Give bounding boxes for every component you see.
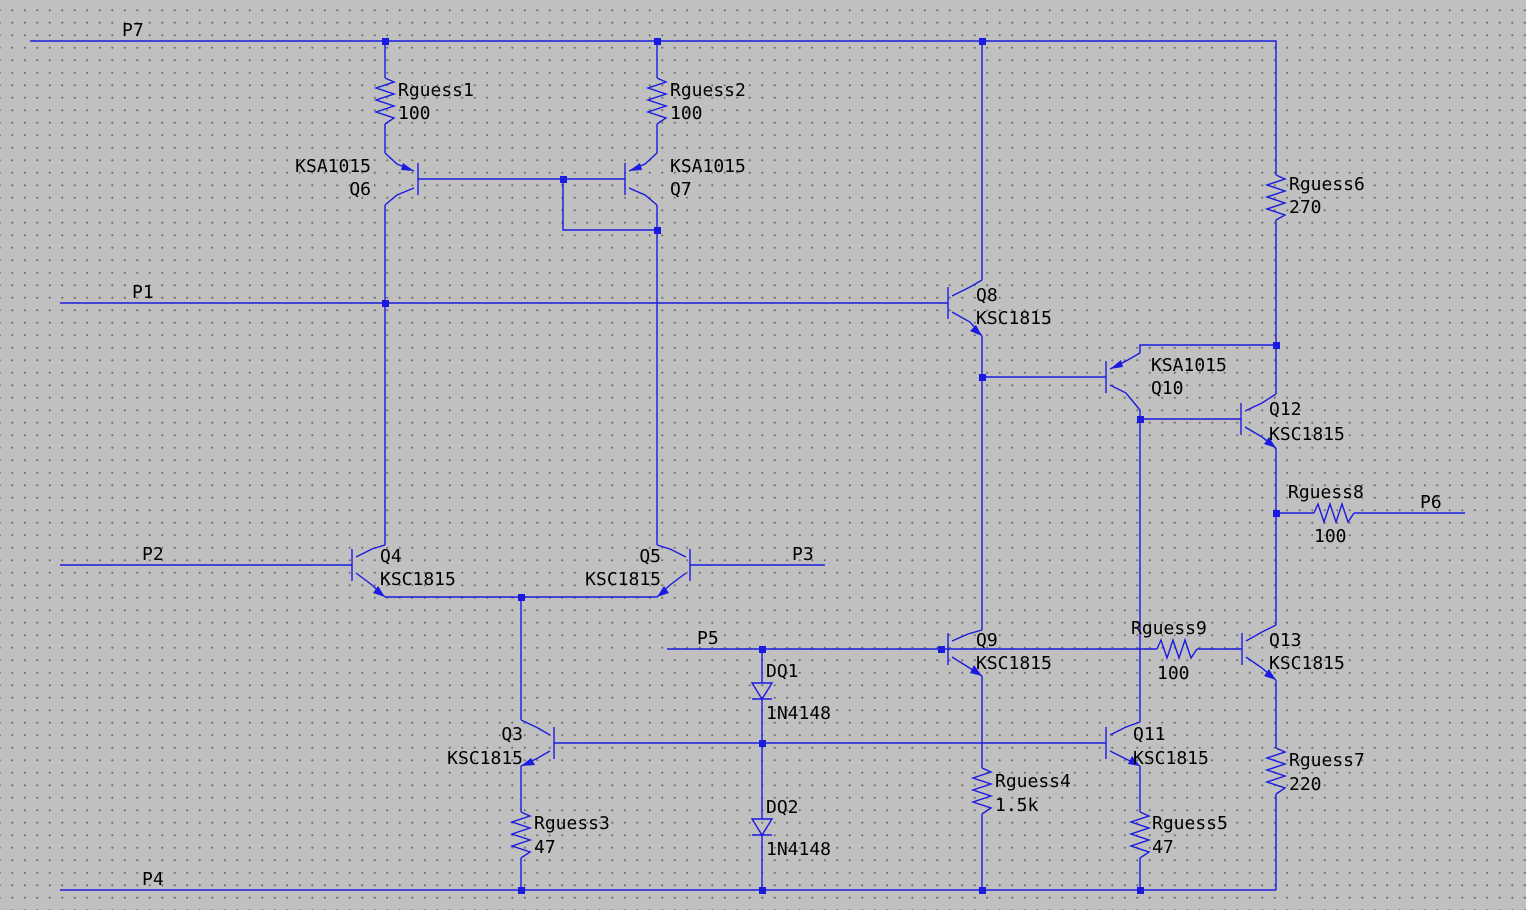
port-label-p1: P1	[132, 282, 154, 303]
resistor-rguess6[interactable]	[1264, 174, 1288, 221]
transistor-q7[interactable]	[624, 152, 658, 206]
port-label-p4: P4	[142, 869, 164, 890]
labels: P7 P1 P2 P3 P5 P6 P4 Rguess1 100 Rguess2…	[122, 20, 1442, 890]
q13-model: KSC1815	[1269, 653, 1345, 674]
q4-name: Q4	[380, 546, 402, 567]
rguess3-value: 47	[534, 837, 556, 858]
port-label-p5: P5	[697, 628, 719, 649]
resistor-rguess7[interactable]	[1264, 747, 1288, 795]
rguess7-value: 220	[1289, 774, 1322, 795]
resistor-rguess8[interactable]	[1313, 501, 1355, 525]
q11-model: KSC1815	[1133, 748, 1209, 769]
transistor-q6[interactable]	[384, 152, 419, 206]
resistor-rguess5[interactable]	[1128, 811, 1152, 859]
resistor-rguess1[interactable]	[373, 77, 397, 125]
dq1-name: DQ1	[766, 661, 799, 682]
q12-model: KSC1815	[1269, 424, 1345, 445]
q12-name: Q12	[1269, 399, 1302, 420]
rguess1-value: 100	[398, 103, 431, 124]
q8-name: Q8	[976, 285, 998, 306]
q8-model: KSC1815	[976, 308, 1052, 329]
transistor-q3[interactable]	[520, 719, 555, 767]
q3-model: KSC1815	[447, 748, 523, 769]
q7-name: Q7	[670, 179, 692, 200]
q9-model: KSC1815	[976, 653, 1052, 674]
rguess3-name: Rguess3	[534, 813, 610, 834]
transistor-q5[interactable]	[656, 544, 691, 598]
q13-name: Q13	[1269, 630, 1302, 651]
rguess5-name: Rguess5	[1152, 813, 1228, 834]
rguess4-value: 1.5k	[995, 795, 1039, 816]
q4-model: KSC1815	[380, 569, 456, 590]
transistor-q4[interactable]	[351, 544, 386, 598]
diode-dq2[interactable]	[750, 818, 774, 837]
q5-model: KSC1815	[585, 569, 661, 590]
dq1-model: 1N4148	[766, 703, 831, 724]
transistor-q12[interactable]	[1240, 393, 1277, 449]
port-label-p7: P7	[122, 20, 144, 41]
q10-name: Q10	[1151, 378, 1184, 399]
rguess2-value: 100	[670, 103, 703, 124]
junctions	[382, 38, 1280, 894]
dq2-model: 1N4148	[766, 839, 831, 860]
rguess2-name: Rguess2	[670, 80, 746, 101]
rguess5-value: 47	[1152, 837, 1174, 858]
rguess9-name: Rguess9	[1131, 618, 1207, 639]
rguess6-value: 270	[1289, 197, 1322, 218]
rguess1-name: Rguess1	[398, 80, 474, 101]
wires	[30, 40, 1465, 891]
q6-model: KSA1015	[295, 156, 371, 177]
q3-name: Q3	[501, 724, 523, 745]
q5-name: Q5	[639, 546, 661, 567]
port-label-p3: P3	[792, 544, 814, 565]
q10-model: KSA1015	[1151, 355, 1227, 376]
resistor-rguess9[interactable]	[1156, 637, 1198, 661]
q7-model: KSA1015	[670, 156, 746, 177]
transistor-q8[interactable]	[947, 279, 983, 337]
q9-name: Q9	[976, 630, 998, 651]
transistor-q11[interactable]	[1105, 721, 1141, 767]
rguess4-name: Rguess4	[995, 771, 1071, 792]
resistor-rguess3[interactable]	[509, 811, 533, 859]
dq2-name: DQ2	[766, 797, 799, 818]
rguess7-name: Rguess7	[1289, 750, 1365, 771]
rguess8-value: 100	[1314, 526, 1347, 547]
resistor-rguess2[interactable]	[645, 77, 669, 125]
rguess9-value: 100	[1157, 663, 1190, 684]
transistor-q9[interactable]	[947, 629, 983, 677]
rguess6-name: Rguess6	[1289, 174, 1365, 195]
q6-name: Q6	[349, 179, 371, 200]
transistor-q13[interactable]	[1241, 624, 1277, 681]
transistor-q10[interactable]	[1105, 352, 1141, 411]
port-label-p6: P6	[1420, 492, 1442, 513]
q11-name: Q11	[1133, 724, 1166, 745]
resistor-rguess4[interactable]	[970, 767, 994, 815]
diode-dq1[interactable]	[750, 682, 774, 701]
port-label-p2: P2	[142, 544, 164, 565]
rguess8-name: Rguess8	[1288, 482, 1364, 503]
